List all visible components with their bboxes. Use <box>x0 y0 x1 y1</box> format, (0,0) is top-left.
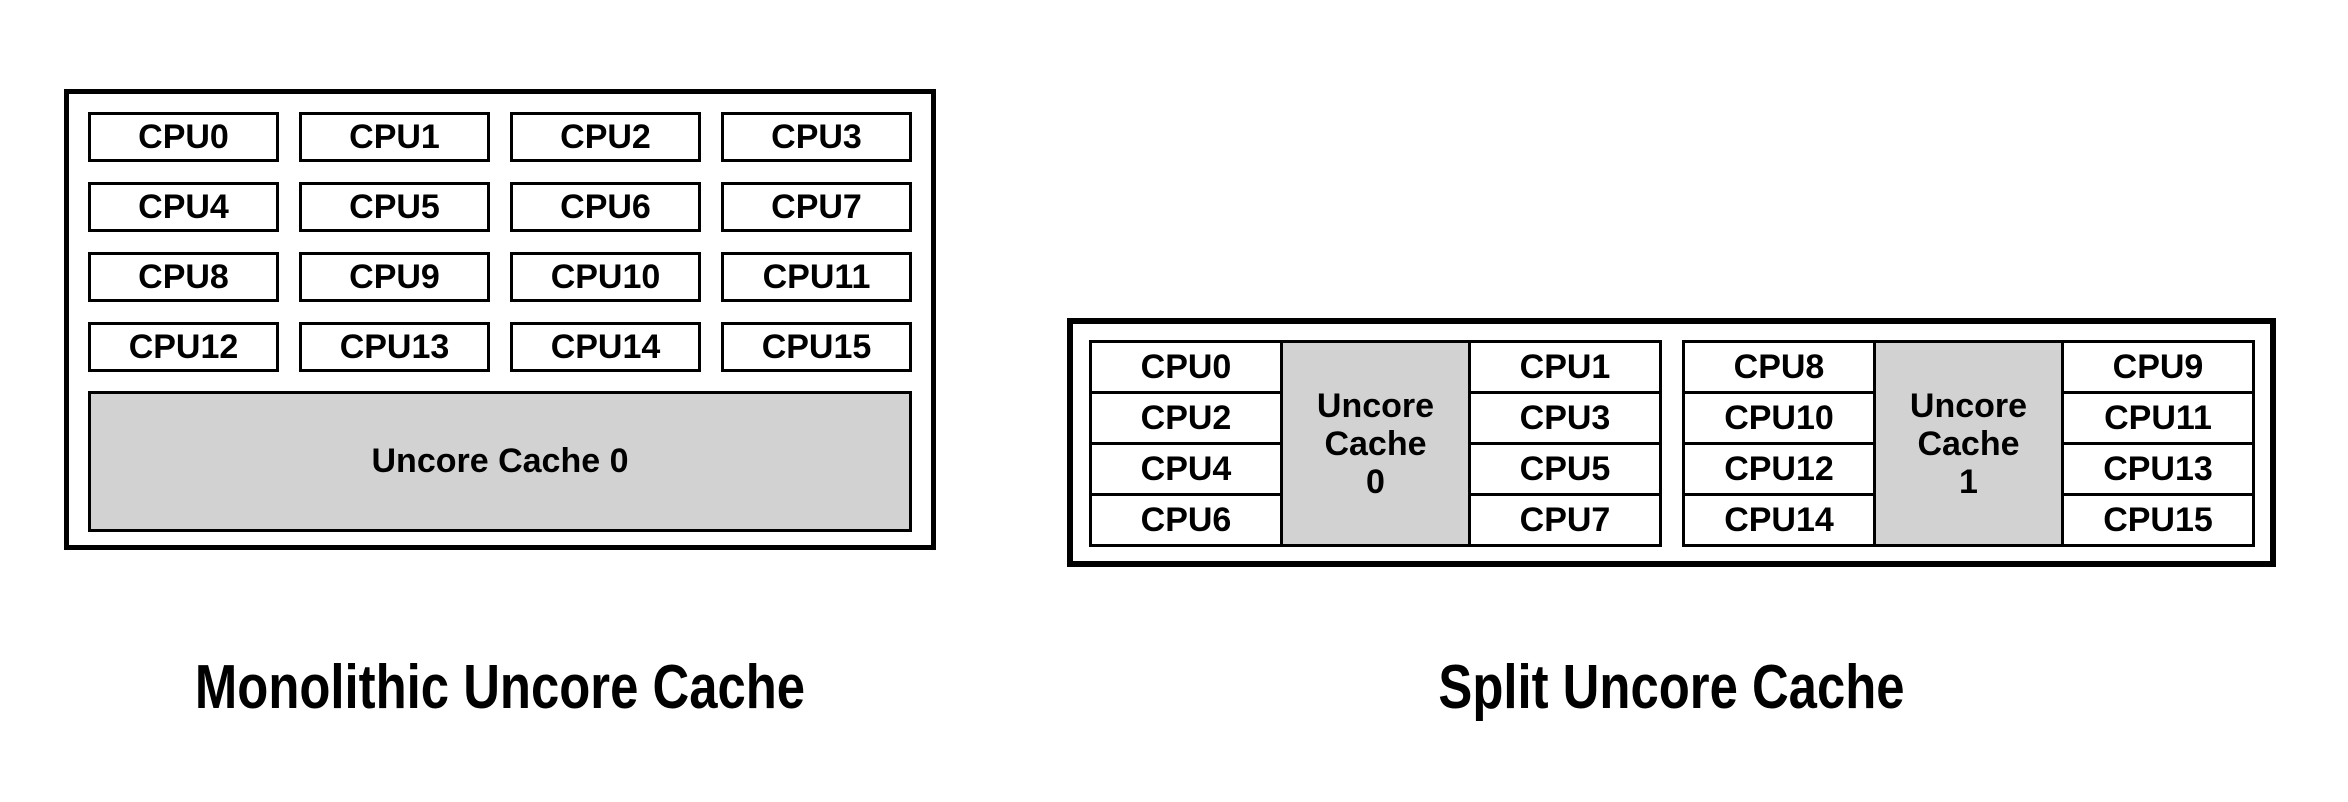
monolithic-diagram: CPU0 CPU1 CPU2 CPU3 CPU4 CPU5 CPU6 CPU7 … <box>64 89 936 550</box>
cpu-cell: CPU11 <box>2061 391 2255 445</box>
cpu-cell: CPU14 <box>1682 493 1876 547</box>
cpu-box: CPU15 <box>721 322 912 372</box>
cache-label-line: Uncore <box>1316 386 1435 425</box>
cpu-box: CPU12 <box>88 322 279 372</box>
cpu-box: CPU1 <box>299 112 490 162</box>
cpu-cell: CPU1 <box>1468 340 1662 394</box>
cache-label-line: Uncore <box>1909 386 2028 425</box>
uncore-cache-0-box: Uncore Cache 0 <box>1280 340 1471 547</box>
cpu-box: CPU8 <box>88 252 279 302</box>
cpu-box: CPU0 <box>88 112 279 162</box>
cpu-cell: CPU9 <box>2061 340 2255 394</box>
uncore-cache-1-box: Uncore Cache 1 <box>1873 340 2064 547</box>
cpu-cell: CPU5 <box>1468 442 1662 496</box>
cpu-box: CPU10 <box>510 252 701 302</box>
cpu-box: CPU5 <box>299 182 490 232</box>
split-caption: Split Uncore Cache <box>1438 653 1905 722</box>
cpu-cell: CPU12 <box>1682 442 1876 496</box>
split-diagram: CPU0 Uncore Cache 0 CPU1 CPU2 CPU3 CPU4 … <box>1067 318 2276 567</box>
cache-label-line: Cache <box>1324 424 1427 463</box>
split-cluster-0: CPU0 Uncore Cache 0 CPU1 CPU2 CPU3 CPU4 … <box>1089 340 1662 547</box>
cpu-cell: CPU13 <box>2061 442 2255 496</box>
cpu-box: CPU6 <box>510 182 701 232</box>
cpu-box: CPU13 <box>299 322 490 372</box>
cpu-box: CPU4 <box>88 182 279 232</box>
cpu-cell: CPU0 <box>1089 340 1283 394</box>
uncore-cache-0-bar: Uncore Cache 0 <box>88 391 912 532</box>
cpu-box: CPU3 <box>721 112 912 162</box>
cpu-box: CPU9 <box>299 252 490 302</box>
cache-label-line: 0 <box>1366 462 1385 501</box>
cache-label-line: 1 <box>1959 462 1978 501</box>
cpu-cell: CPU2 <box>1089 391 1283 445</box>
split-cluster-1: CPU8 Uncore Cache 1 CPU9 CPU10 CPU11 CPU… <box>1682 340 2255 547</box>
cpu-cell: CPU4 <box>1089 442 1283 496</box>
cpu-cell: CPU3 <box>1468 391 1662 445</box>
cpu-cell: CPU10 <box>1682 391 1876 445</box>
cpu-cell: CPU15 <box>2061 493 2255 547</box>
cpu-grid: CPU0 CPU1 CPU2 CPU3 CPU4 CPU5 CPU6 CPU7 … <box>88 112 912 372</box>
cpu-cell: CPU7 <box>1468 493 1662 547</box>
cpu-box: CPU7 <box>721 182 912 232</box>
cpu-box: CPU2 <box>510 112 701 162</box>
cpu-cell: CPU8 <box>1682 340 1876 394</box>
monolithic-caption: Monolithic Uncore Cache <box>194 653 806 722</box>
cpu-box: CPU14 <box>510 322 701 372</box>
cpu-cell: CPU6 <box>1089 493 1283 547</box>
cpu-box: CPU11 <box>721 252 912 302</box>
cache-label-line: Cache <box>1917 424 2020 463</box>
